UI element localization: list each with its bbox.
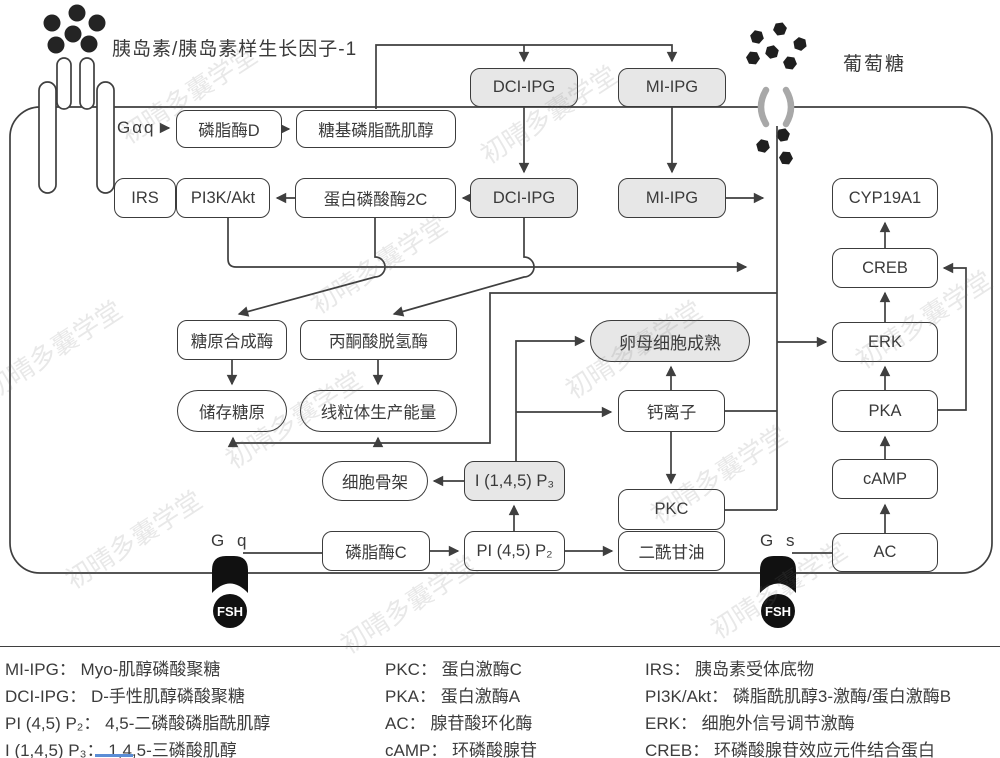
node-ip3: I (1,4,5) P₃ bbox=[464, 461, 565, 501]
fsh-label: FSH bbox=[765, 604, 791, 619]
node-gpi: 糖基磷脂酰肌醇 bbox=[296, 110, 456, 148]
node-mitochondria-energy: 线粒体生产能量 bbox=[300, 390, 457, 432]
node-pip2: PI (4,5) P₂ bbox=[464, 531, 565, 571]
node-dci-ipg-inner: DCI-IPG bbox=[470, 178, 578, 218]
glucose-dots-icon bbox=[746, 22, 807, 165]
node-pkc: PKC bbox=[618, 489, 725, 530]
node-plc: 磷脂酶C bbox=[322, 531, 430, 571]
node-cyp19a1: CYP19A1 bbox=[832, 178, 938, 218]
g-q-label: G q bbox=[211, 531, 251, 550]
glucose-title: 葡萄糖 bbox=[843, 54, 907, 75]
legend-item: PKC： 蛋白激酶C bbox=[385, 660, 522, 679]
node-irs: IRS bbox=[114, 178, 176, 218]
node-store-glycogen: 储存糖原 bbox=[177, 390, 287, 432]
legend-item: PKA： 蛋白激酶A bbox=[385, 687, 521, 706]
node-pyruvate-dehydrogenase: 丙酮酸脱氢酶 bbox=[300, 320, 457, 360]
node-ac: AC bbox=[832, 533, 938, 572]
legend-item: cAMP： 环磷酸腺苷 bbox=[385, 741, 538, 758]
node-pi3k-akt: PI3K/Akt bbox=[176, 178, 270, 218]
node-calcium: 钙离子 bbox=[618, 390, 725, 432]
node-phospholipase-d: 磷脂酶D bbox=[176, 110, 282, 148]
node-creb: CREB bbox=[832, 248, 938, 288]
insulin-dots-icon bbox=[43, 4, 106, 54]
membrane-gap bbox=[759, 98, 793, 116]
legend-item: CREB： 环磷酸腺苷效应元件结合蛋白 bbox=[645, 741, 935, 758]
fsh-label: FSH bbox=[217, 604, 243, 619]
node-glycogen-synthase: 糖原合成酶 bbox=[177, 320, 287, 360]
g-alpha-q-label: Gαq bbox=[117, 118, 156, 137]
g-s-label: G s bbox=[760, 531, 799, 550]
node-erk: ERK bbox=[832, 322, 938, 362]
node-dci-ipg-outer: DCI-IPG bbox=[470, 68, 578, 107]
cell-membrane bbox=[9, 106, 993, 574]
node-mi-ipg-inner: MI-IPG bbox=[618, 178, 726, 218]
insulin-title: 胰岛素/胰岛素样生长因子-1 bbox=[112, 39, 358, 60]
legend-item: MI-IPG： Myo-肌醇磷酸聚糖 bbox=[5, 660, 221, 679]
legend-item: PI (4,5) P₂： 4,5-二磷酸磷脂酰肌醇 bbox=[5, 714, 271, 733]
node-camp: cAMP bbox=[832, 459, 938, 499]
node-dag: 二酰甘油 bbox=[618, 531, 725, 571]
artifact-blue-line bbox=[95, 754, 133, 757]
legend-item: AC： 腺苷酸环化酶 bbox=[385, 714, 533, 733]
glucose-channel-icon bbox=[757, 86, 795, 128]
connectors bbox=[159, 44, 967, 557]
legend-item: DCI-IPG： D-手性肌醇磷酸聚糖 bbox=[5, 687, 245, 706]
node-mi-ipg-outer: MI-IPG bbox=[618, 68, 726, 107]
node-pp2c: 蛋白磷酸酶2C bbox=[295, 178, 456, 218]
node-oocyte-maturation: 卵母细胞成熟 bbox=[590, 320, 750, 362]
legend-item: IRS： 胰岛素受体底物 bbox=[645, 660, 815, 679]
fsh-receptor-gq: FSH bbox=[212, 556, 248, 628]
legend-item: ERK： 细胞外信号调节激酶 bbox=[645, 714, 855, 733]
insulin-receptor-icon bbox=[38, 57, 115, 194]
node-cytoskeleton: 细胞骨架 bbox=[322, 461, 428, 501]
legend-divider bbox=[0, 646, 1000, 647]
node-pka: PKA bbox=[832, 390, 938, 432]
legend-item: PI3K/Akt： 磷脂酰肌醇3-激酶/蛋白激酶B bbox=[645, 687, 952, 706]
fsh-receptor-gs: FSH bbox=[760, 556, 796, 628]
legend-item: I (1,4,5) P₃： 1,4,5-三磷酸肌醇 bbox=[5, 741, 237, 758]
